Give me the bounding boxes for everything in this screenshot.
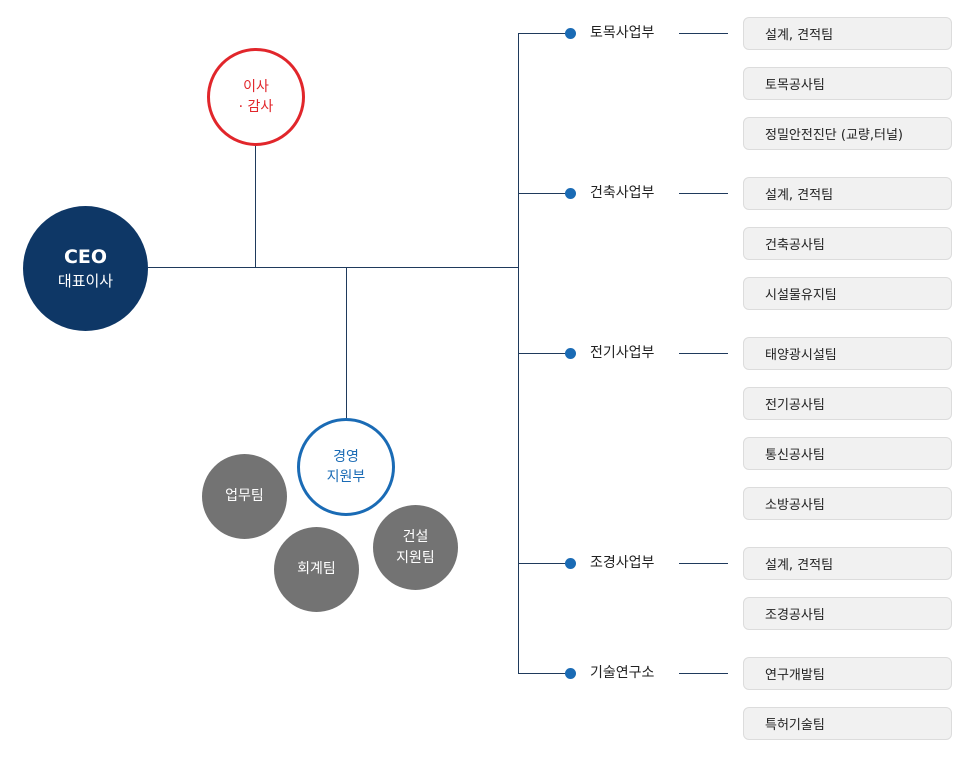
support-team-node: 건설 지원팀	[373, 505, 458, 590]
management-connector-line	[346, 267, 347, 419]
support-team-node: 회계팀	[274, 527, 359, 612]
department-dot	[565, 28, 576, 39]
department-label: 건축사업부	[590, 185, 655, 201]
ceo-subtitle: 대표이사	[57, 272, 114, 291]
team-box: 연구개발팀	[743, 657, 952, 690]
team-box: 설계, 견적팀	[743, 177, 952, 210]
management-label-line1: 경영	[333, 448, 359, 465]
team-box: 특허기술팀	[743, 707, 952, 740]
department-branch-line	[518, 33, 570, 34]
department-dot	[565, 348, 576, 359]
team-box: 통신공사팀	[743, 437, 952, 470]
team-box: 설계, 견적팀	[743, 17, 952, 50]
director-connector-line	[255, 146, 256, 268]
department-team-line	[679, 563, 728, 564]
department-team-line	[679, 673, 728, 674]
department-label: 조경사업부	[590, 555, 655, 571]
support-team-label: 업무팀	[225, 488, 264, 505]
team-box: 건축공사팀	[743, 227, 952, 260]
management-label-line2: 지원부	[326, 469, 366, 485]
team-box: 시설물유지팀	[743, 277, 952, 310]
director-audit-node: 이사 · 감사	[207, 48, 305, 146]
department-dot	[565, 188, 576, 199]
department-label: 전기사업부	[590, 345, 655, 361]
director-label-line2: · 감사	[238, 99, 274, 115]
team-box: 전기공사팀	[743, 387, 952, 420]
main-horizontal-line	[148, 267, 519, 268]
management-support-node: 경영 지원부	[297, 418, 395, 516]
team-box: 정밀안전진단 (교량,터널)	[743, 117, 952, 150]
director-label-line1: 이사	[243, 78, 269, 95]
team-box: 설계, 견적팀	[743, 547, 952, 580]
department-team-line	[679, 353, 728, 354]
support-team-node: 업무팀	[202, 454, 287, 539]
support-team-label: 건설	[402, 529, 429, 546]
support-team-label: 지원팀	[396, 549, 435, 566]
department-dot	[565, 668, 576, 679]
ceo-node: CEO 대표이사	[23, 206, 148, 331]
department-label: 토목사업부	[590, 25, 655, 41]
department-branch-line	[518, 193, 570, 194]
department-team-line	[679, 193, 728, 194]
department-branch-line	[518, 563, 570, 564]
ceo-title: CEO	[63, 245, 108, 268]
team-box: 태양광시설팀	[743, 337, 952, 370]
department-branch-line	[518, 353, 570, 354]
department-team-line	[679, 33, 728, 34]
team-box: 토목공사팀	[743, 67, 952, 100]
department-dot	[565, 558, 576, 569]
department-label: 기술연구소	[590, 665, 655, 681]
team-box: 소방공사팀	[743, 487, 952, 520]
team-box: 조경공사팀	[743, 597, 952, 630]
department-branch-line	[518, 673, 570, 674]
support-team-label: 회계팀	[297, 561, 336, 578]
